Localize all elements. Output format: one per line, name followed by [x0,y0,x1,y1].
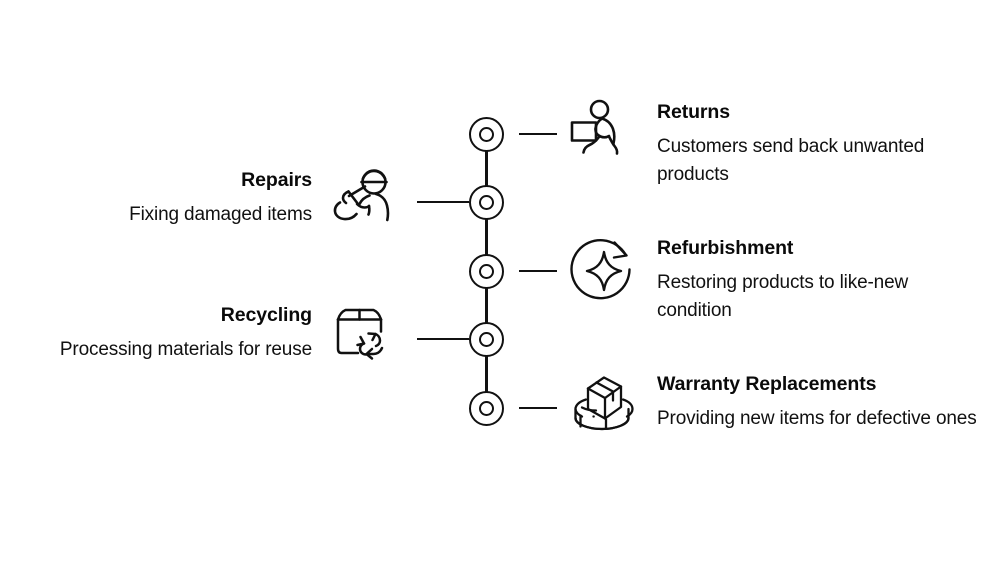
item-title: Recycling [220,304,312,326]
timeline-item-2: Repairs Fixing damaged items [12,168,312,229]
timeline-node-2[interactable] [469,185,504,220]
person-carrying-box-icon [566,96,638,168]
timeline-item-3: Refurbishment Restoring products to like… [657,236,987,325]
item-description: Processing materials for reuse [59,339,312,360]
timeline-connector-1 [519,133,557,136]
item-title: Returns [657,101,730,123]
timeline-connector-2 [417,201,469,204]
timeline-node-1[interactable] [469,117,504,152]
timeline-connector-3 [519,270,557,273]
item-title: Repairs [241,169,312,191]
worker-with-tool-icon [327,166,399,238]
item-title: Warranty Replacements [657,373,877,395]
item-description: Customers send back unwanted products [657,136,925,185]
refresh-sparkle-icon [568,236,640,308]
item-description: Fixing damaged items [129,204,312,225]
timeline-node-4[interactable] [469,322,504,357]
box-recycle-icon [330,300,402,372]
timeline-item-4: Recycling Processing materials for reuse [12,303,312,364]
timeline-item-1: Returns Customers send back unwanted pro… [657,100,977,189]
timeline-node-5[interactable] [469,391,504,426]
box-on-platform-icon [566,369,638,441]
timeline-node-3[interactable] [469,254,504,289]
timeline-connector-4 [417,338,469,341]
item-description: Restoring products to like-new condition [657,272,909,321]
item-title: Refurbishment [657,237,794,259]
timeline-connector-5 [519,407,557,410]
item-description: Providing new items for defective ones [657,408,977,429]
timeline-item-5: Warranty Replacements Providing new item… [657,372,987,433]
